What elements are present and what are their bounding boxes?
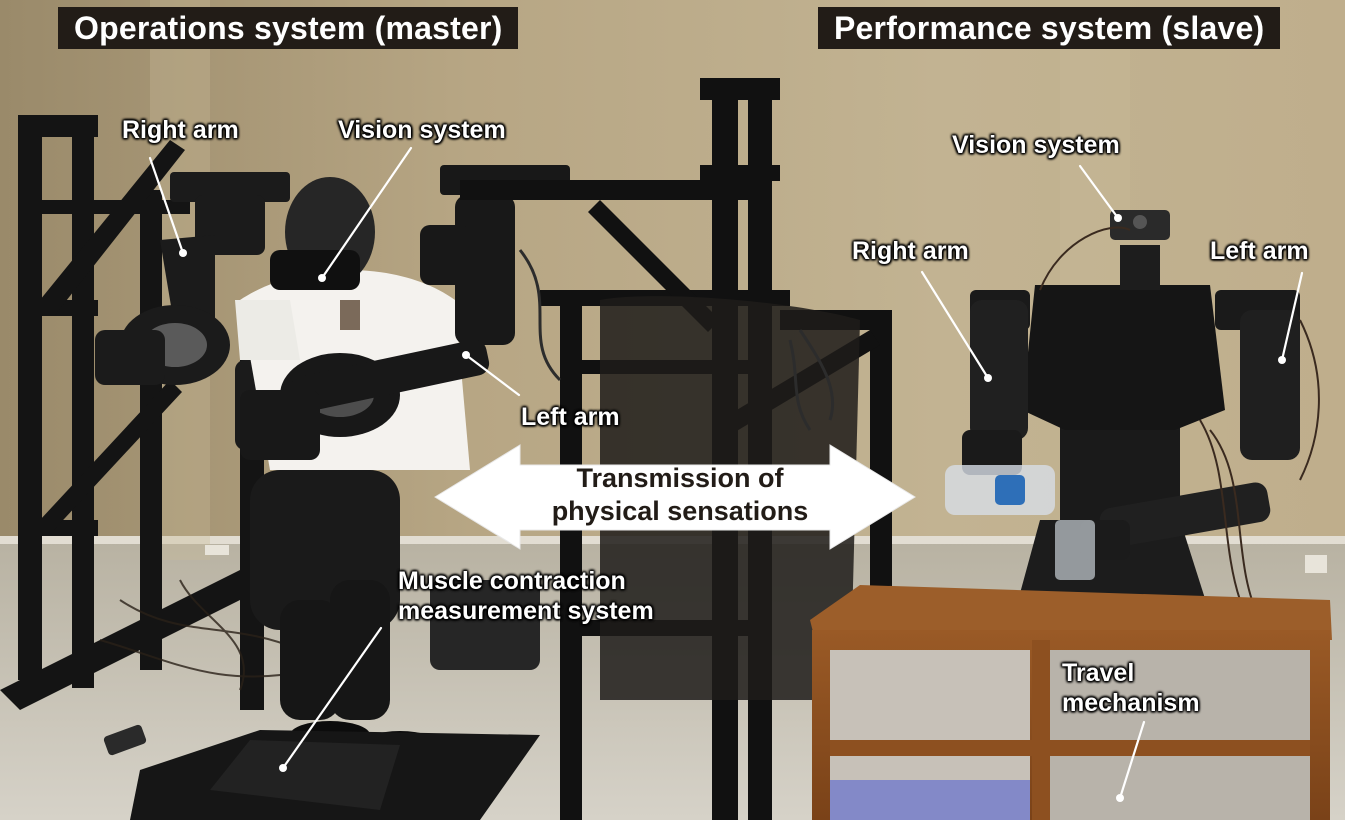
label-travel-mechanism: Travel mechanism [1062, 658, 1200, 718]
transmission-arrow [434, 444, 916, 550]
arrow-caption-line1: Transmission of [576, 463, 784, 493]
arrow-caption-line2: physical sensations [551, 496, 809, 526]
label-muscle-line2: measurement system [398, 597, 654, 625]
label-slave-right-arm: Right arm [852, 237, 969, 265]
label-master-vision-system: Vision system [338, 116, 506, 144]
travel-mechanism [810, 585, 1332, 820]
label-muscle-line1: Muscle contraction [398, 567, 626, 595]
label-slave-left-arm: Left arm [1210, 237, 1309, 265]
muscle-measurement-platform [103, 724, 540, 820]
title-operations-system: Operations system (master) [58, 7, 519, 49]
label-travel-line1: Travel [1062, 659, 1135, 687]
title-performance-system: Performance system (slave) [818, 7, 1281, 49]
label-muscle-measurement: Muscle contraction measurement system [398, 566, 654, 626]
label-travel-line2: mechanism [1062, 689, 1200, 717]
label-slave-vision-system: Vision system [952, 131, 1120, 159]
chair [430, 580, 540, 670]
label-master-left-arm: Left arm [521, 403, 620, 431]
leader-lines [148, 146, 1304, 800]
label-master-right-arm: Right arm [122, 116, 239, 144]
arrow-caption: Transmission of physical sensations [500, 462, 860, 528]
